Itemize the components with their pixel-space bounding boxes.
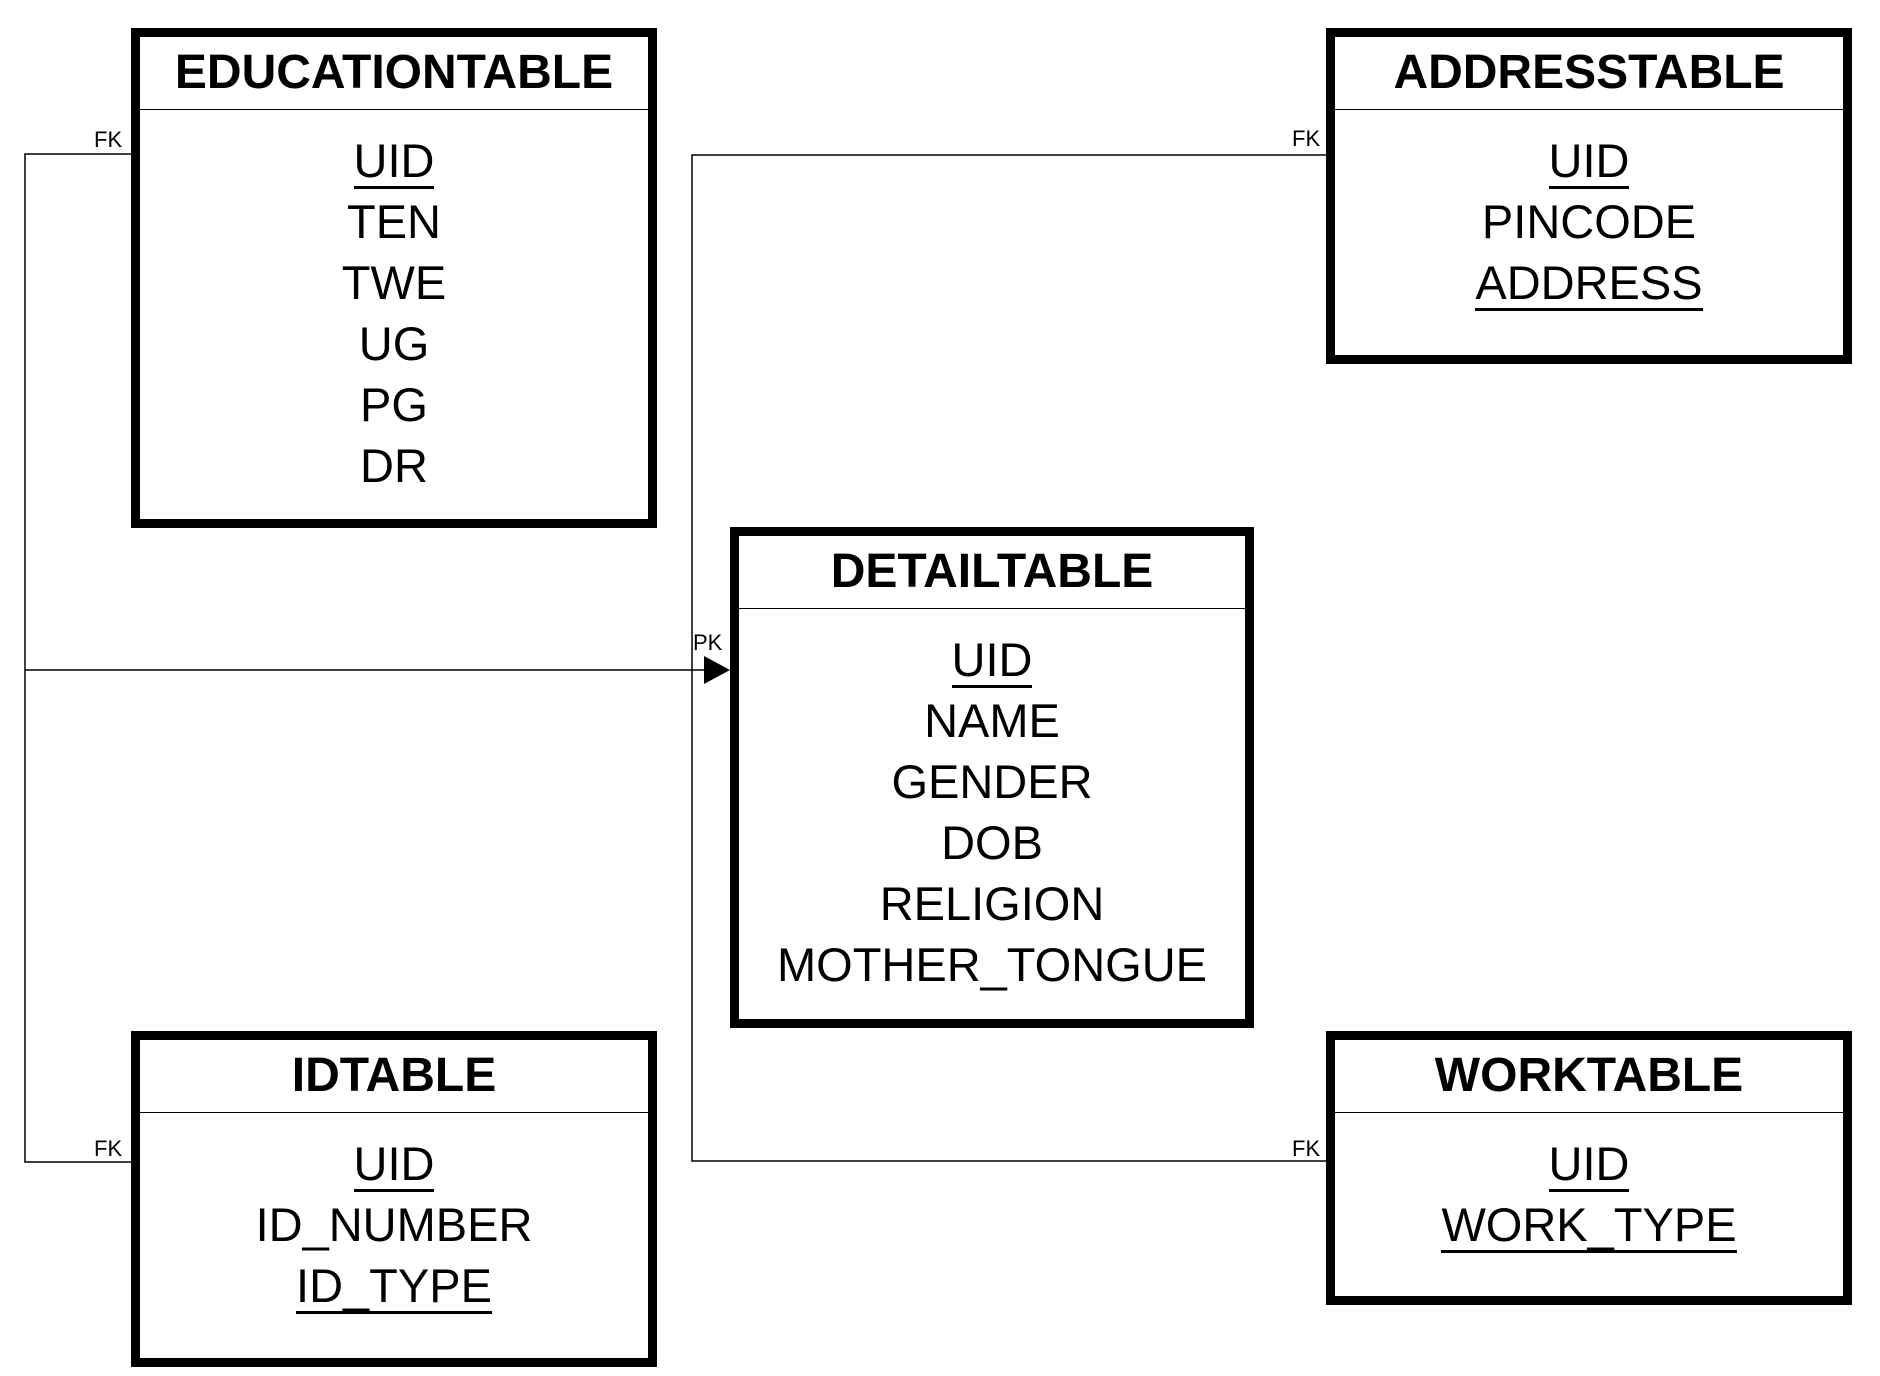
field-uid: UID [1548, 134, 1630, 189]
field-pincode: PINCODE [1481, 195, 1697, 248]
field-pg: PG [360, 378, 428, 431]
field-uid: UID [1548, 1137, 1630, 1192]
work-table-entity[interactable]: WORKTABLE UID WORK_TYPE [1326, 1031, 1852, 1305]
field-address: ADDRESS [1475, 256, 1703, 311]
field-uid: UID [353, 1137, 435, 1192]
field-name: NAME [924, 694, 1060, 747]
entity-fields: UID PINCODE ADDRESS [1335, 110, 1843, 313]
field-mother-tongue: MOTHER_TONGUE [777, 938, 1207, 991]
pk-arrowhead [704, 656, 730, 684]
id-table-entity[interactable]: IDTABLE UID ID_NUMBER ID_TYPE [131, 1031, 657, 1367]
field-uid: UID [951, 633, 1033, 688]
entity-fields: UID WORK_TYPE [1335, 1113, 1843, 1255]
entity-title: EDUCATIONTABLE [140, 37, 648, 110]
field-dob: DOB [941, 816, 1043, 869]
education-table-entity[interactable]: EDUCATIONTABLE UID TEN TWE UG PG DR [131, 28, 657, 528]
field-id-number: ID_NUMBER [255, 1198, 533, 1251]
fk-label-address: FK [1292, 126, 1321, 151]
fk-label-work: FK [1292, 1136, 1321, 1161]
detail-table-entity[interactable]: DETAILTABLE UID NAME GENDER DOB RELIGION… [730, 527, 1254, 1028]
entity-title: ADDRESSTABLE [1335, 37, 1843, 110]
fk-label-id: FK [94, 1136, 123, 1161]
entity-title: DETAILTABLE [739, 536, 1245, 609]
field-religion: RELIGION [879, 877, 1105, 930]
field-work-type: WORK_TYPE [1441, 1198, 1737, 1253]
entity-fields: UID TEN TWE UG PG DR [140, 110, 648, 496]
field-ug: UG [358, 317, 430, 370]
education-fk-line [24, 153, 131, 1163]
field-twe: TWE [341, 256, 447, 309]
field-uid: UID [353, 134, 435, 189]
entity-fields: UID ID_NUMBER ID_TYPE [140, 1113, 648, 1316]
pk-label-detail: PK [693, 630, 723, 655]
field-id-type: ID_TYPE [296, 1259, 492, 1314]
address-work-fk-line [691, 154, 1326, 1162]
entity-title: WORKTABLE [1335, 1040, 1843, 1113]
field-dr: DR [360, 439, 428, 492]
field-gender: GENDER [891, 755, 1093, 808]
field-ten: TEN [347, 195, 441, 248]
entity-title: IDTABLE [140, 1040, 648, 1113]
address-table-entity[interactable]: ADDRESSTABLE UID PINCODE ADDRESS [1326, 28, 1852, 364]
fk-label-education: FK [94, 127, 123, 152]
entity-fields: UID NAME GENDER DOB RELIGION MOTHER_TONG… [739, 609, 1245, 995]
